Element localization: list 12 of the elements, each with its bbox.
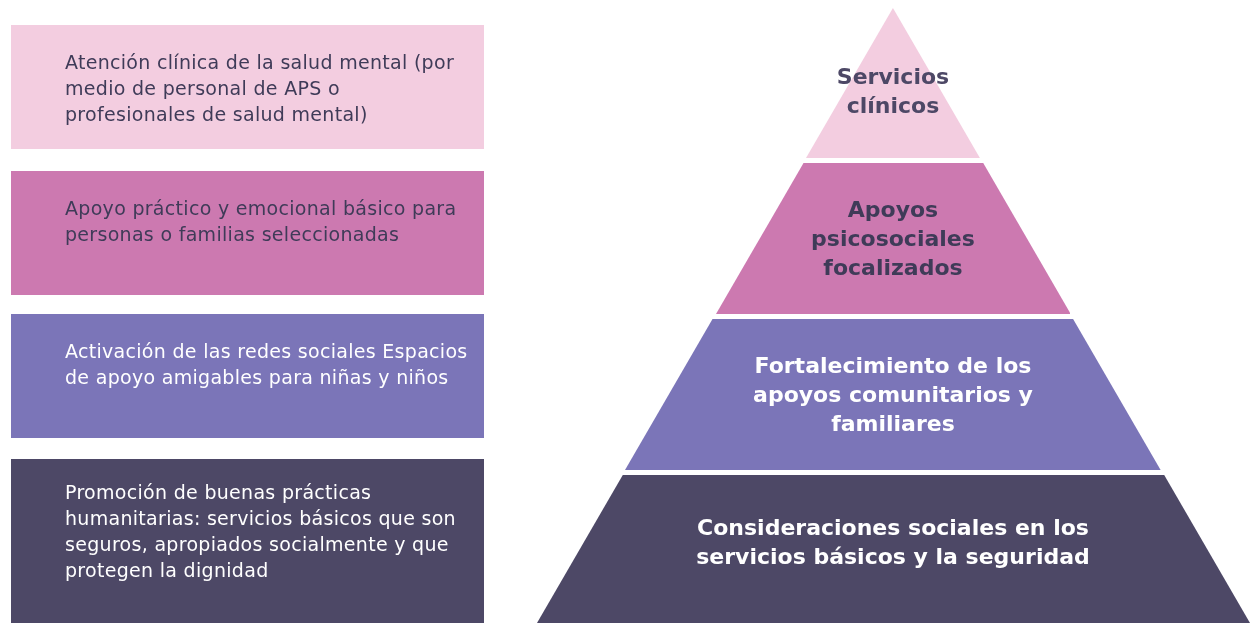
text-panel (11, 314, 484, 438)
description-text: Activación de las redes sociales Espacios de apoyo amigables para niñas y niños (65, 339, 469, 390)
tier-label: Apoyos psicosociales focalizados (810, 196, 976, 282)
text-panel (11, 459, 484, 623)
text-panel (11, 171, 484, 295)
description-text: Apoyo práctico y emocional básico para personas o familias seleccionadas (65, 196, 458, 247)
tier-label: Consideraciones sociales en los servicios básicos y la seguridad (695, 513, 1091, 571)
description-text: Atención clínica de la salud mental (por medio de personal de APS o profesionales de salud mental) (65, 50, 455, 127)
description-text: Promoción de buenas prácticas humanitarias: servicios básicos que son seguros, apropiados socialmente y que protegen la dignidad (65, 480, 457, 583)
tier-label: Fortalecimiento de los apoyos comunitarios y familiares (752, 352, 1034, 438)
tier-label: Servicios clínicos (835, 62, 951, 120)
text-panel (11, 25, 484, 149)
